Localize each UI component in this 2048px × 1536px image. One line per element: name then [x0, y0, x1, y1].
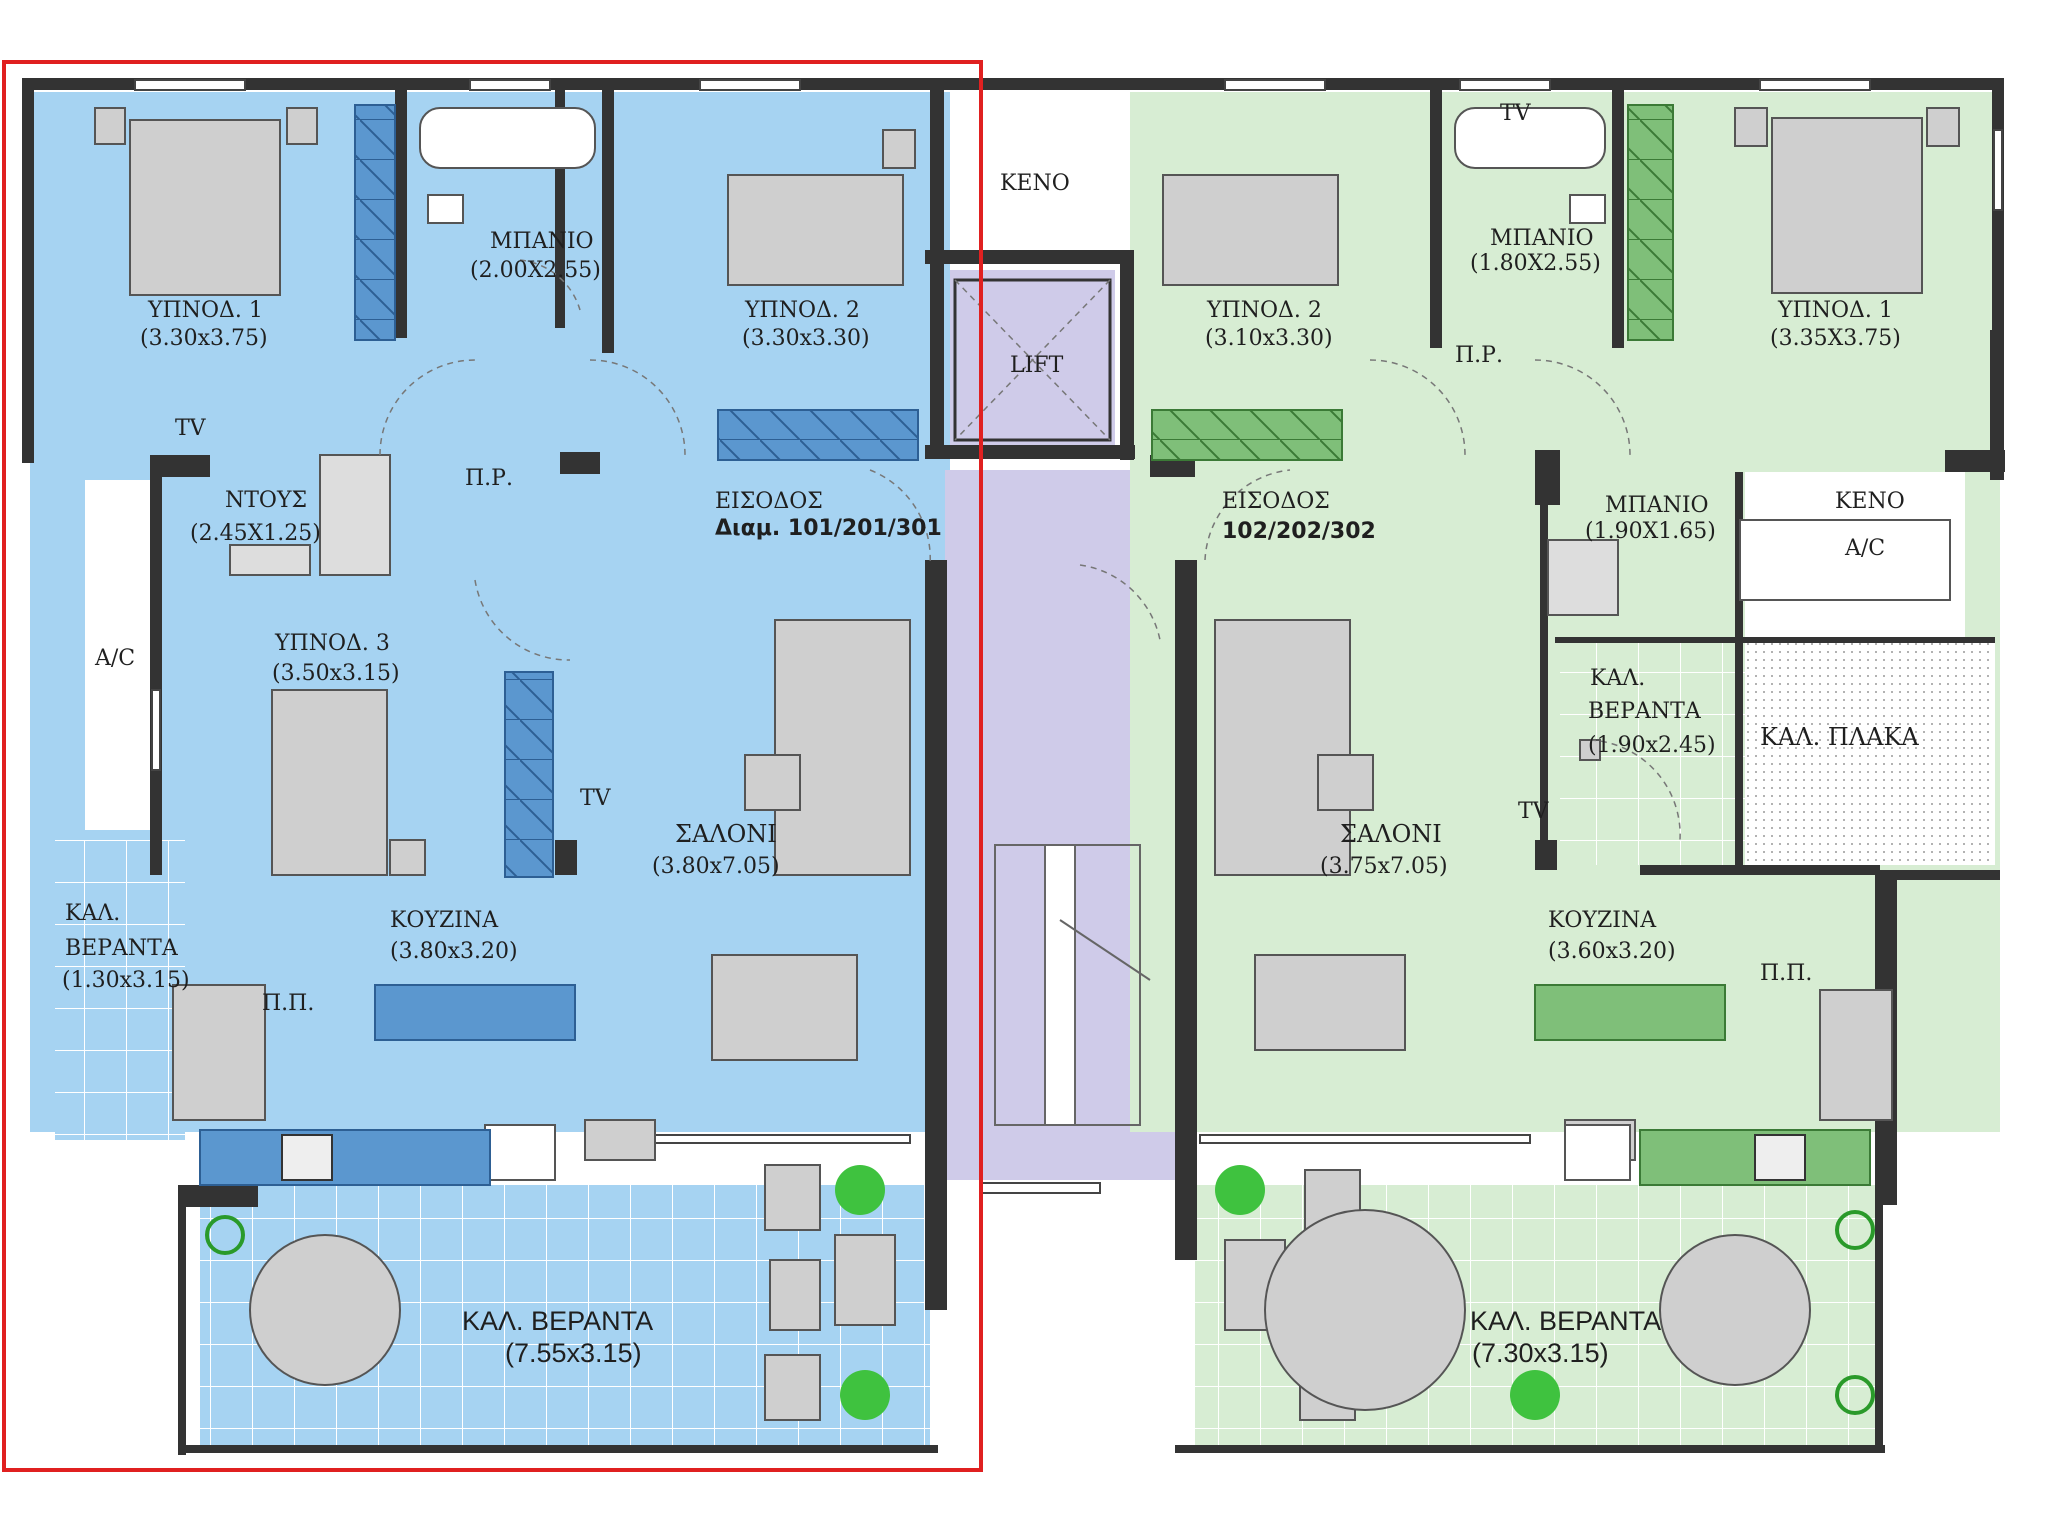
plants — [205, 1165, 1875, 1420]
unit-b-bed2-dim: (3.10x3.30) — [1205, 326, 1333, 351]
unit-b-veranda-label: ΚΑΛ. ΒΕΡΑΝΤΑ — [1470, 1306, 1661, 1336]
labels: KENO LIFT ΥΠΝΟΔ. 1 (3.30x3.75) ΜΠΑΝΙΟ (2… — [62, 101, 1919, 1368]
plant-icon — [1835, 1375, 1875, 1415]
unit-b-bath2-dim: (1.90X1.65) — [1585, 519, 1716, 544]
bed-unit-a-2 — [727, 174, 904, 286]
bathtub-unit-b — [1454, 107, 1606, 169]
unit-a-ac-label: A/C — [94, 646, 135, 671]
void-top-label: KENO — [1000, 171, 1070, 196]
void-top — [955, 80, 1125, 255]
unit-a-veranda-dim: (7.55x3.15) — [505, 1338, 642, 1368]
unit-b-tv-label-2: TV — [1500, 101, 1532, 126]
kitchen-elements — [199, 984, 1871, 1186]
wardrobe-unit-b-1 — [1627, 104, 1674, 341]
sofa-unit-a — [774, 619, 911, 876]
unit-b-living-dim: (3.75x7.05) — [1320, 854, 1448, 879]
unit-b-bath-dim: (1.80X2.55) — [1470, 251, 1601, 276]
wardrobes — [354, 104, 1674, 878]
unit-a-tv-label-1: TV — [175, 416, 207, 441]
unit-b-pp-label: Π.Π. — [1760, 961, 1812, 986]
unit-b-bed1-dim: (3.35X3.75) — [1770, 326, 1901, 351]
unit-a-kitchen-label: ΚΟΥΖΙΝΑ — [390, 908, 499, 933]
bed-unit-a-3 — [271, 689, 388, 876]
plant-icon — [1215, 1165, 1265, 1215]
unit-b-small-veranda-label-1: ΚΑΛ. — [1590, 666, 1645, 691]
unit-b-veranda-dim: (7.30x3.15) — [1472, 1338, 1609, 1368]
unit-b-ac-label: A/C — [1844, 536, 1885, 561]
unit-a-living-dim: (3.80x7.05) — [652, 854, 780, 879]
bed-unit-b-2 — [1162, 174, 1339, 286]
unit-b-bath-label: ΜΠΑΝΙΟ — [1490, 226, 1594, 251]
lift-car — [953, 278, 1112, 442]
wardrobe-unit-a-2 — [717, 409, 919, 461]
bed-unit-a-1 — [129, 119, 281, 296]
unit-a-bed2-label: ΥΠΝΟΔ. 2 — [744, 298, 860, 323]
plant-icon — [1835, 1210, 1875, 1250]
unit-b-bed2-label: ΥΠΝΟΔ. 2 — [1206, 298, 1322, 323]
unit-a-veranda-label: ΚΑΛ. ΒΕΡΑΝΤΑ — [462, 1306, 653, 1336]
unit-b-entrance-label: ΕΙΣΟΔΟΣ — [1222, 489, 1330, 514]
unit-a-bed3-label: ΥΠΝΟΔ. 3 — [274, 631, 390, 656]
bathtub-unit-a — [419, 107, 596, 169]
unit-b-small-veranda-label-2: ΒΕΡΑΝΤΑ — [1588, 699, 1702, 724]
kitchen-counter-unit-a — [199, 1129, 491, 1186]
unit-highlight-frame — [2, 60, 983, 1472]
wardrobe-unit-a-1 — [354, 104, 396, 341]
unit-a-bed1-label: ΥΠΝΟΔ. 1 — [147, 298, 263, 323]
unit-a-shower-dim: (2.45X1.25) — [190, 521, 321, 546]
plant-icon — [835, 1165, 885, 1215]
door-swings — [379, 259, 1681, 841]
unit-b-bath2-label: ΜΠΑΝΙΟ — [1605, 493, 1709, 518]
dining-table-unit-a — [711, 954, 858, 1061]
plant-icon — [205, 1215, 245, 1255]
unit-a-pr-label: Π.Ρ. — [465, 466, 513, 491]
unit-a-small-veranda-dim: (1.30x3.15) — [62, 968, 190, 993]
unit-a-pp-label: Π.Π. — [262, 991, 314, 1016]
unit-a-bed2-dim: (3.30x3.30) — [742, 326, 870, 351]
round-table-unit-b — [1659, 1234, 1811, 1386]
unit-b-living-label: ΣΑΛΟΝΙ — [1340, 820, 1442, 848]
unit-a-small-veranda-label-1: ΚΑΛ. — [65, 901, 120, 926]
unit-a-entrance-label: ΕΙΣΟΔΟΣ — [715, 489, 823, 514]
cooktop-unit-b — [1754, 1134, 1806, 1181]
unit-a-ac-area — [85, 480, 160, 830]
unit-b-small-veranda-dim: (1.90x2.45) — [1588, 733, 1716, 758]
bed-unit-b-1 — [1771, 117, 1923, 294]
lift-label: LIFT — [1010, 353, 1064, 378]
unit-b-slab-label: ΚΑΛ. ΠΛΑΚΑ — [1760, 723, 1919, 751]
round-table-unit-a — [249, 1234, 401, 1386]
plant-icon — [1510, 1370, 1560, 1420]
unit-a-small-veranda-label-2: ΒΕΡΑΝΤΑ — [65, 936, 179, 961]
kitchen-island-unit-b — [1534, 984, 1726, 1041]
plant-icon — [840, 1370, 890, 1420]
unit-a-kitchen-dim: (3.80x3.20) — [390, 939, 518, 964]
unit-a-living-label: ΣΑΛΟΝΙ — [675, 820, 777, 848]
unit-b-kitchen-dim: (3.60x3.20) — [1548, 939, 1676, 964]
unit-a-bath-label: ΜΠΑΝΙΟ — [490, 229, 594, 254]
dining-table-unit-b — [1254, 954, 1406, 1051]
unit-a-bed3-dim: (3.50x3.15) — [272, 661, 400, 686]
unit-b-pr-label: Π.Ρ. — [1455, 343, 1503, 368]
cooktop-unit-a — [281, 1134, 333, 1181]
unit-a-tv-label-2: TV — [580, 786, 612, 811]
sofa-unit-b — [1214, 619, 1351, 876]
unit-b-entrance-units: 102/202/302 — [1222, 519, 1376, 544]
furniture — [94, 107, 1960, 1421]
unit-a-bed1-dim: (3.30x3.75) — [140, 326, 268, 351]
unit-b-bed1-label: ΥΠΝΟΔ. 1 — [1777, 298, 1893, 323]
wardrobe-unit-b-2 — [1151, 409, 1343, 461]
wardrobe-unit-a-3 — [504, 671, 554, 878]
unit-b-kitchen-label: ΚΟΥΖΙΝΑ — [1548, 908, 1657, 933]
kitchen-island-unit-a — [374, 984, 576, 1041]
windows — [134, 79, 2003, 1194]
unit-b-tv-label: TV — [1518, 799, 1550, 824]
unit-a-small-veranda-floor — [55, 840, 185, 1140]
unit-a-entrance-units: Διαμ. 101/201/301 — [715, 516, 942, 541]
void-right-label: KENO — [1835, 489, 1905, 514]
unit-a-shower-label: ΝΤΟΥΣ — [225, 488, 307, 513]
unit-a-bath-dim: (2.00X2.55) — [470, 258, 601, 283]
unit-b-slab — [1745, 640, 1995, 865]
